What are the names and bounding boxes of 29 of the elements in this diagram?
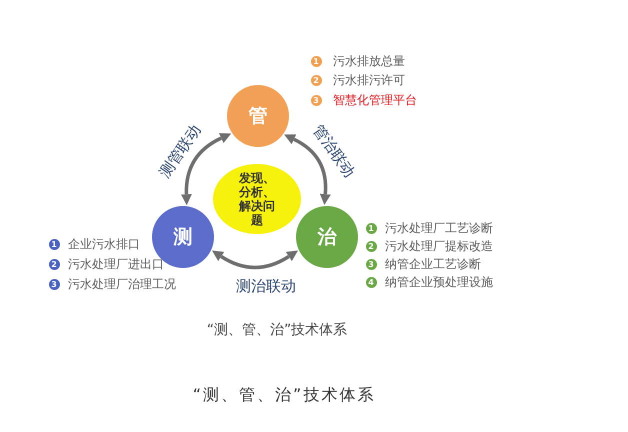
category-circle: 治 <box>296 206 358 268</box>
list-item: 污水处理厂进出口 <box>68 256 164 272</box>
number-badge: 1 <box>310 56 322 66</box>
caption: “测、管、治”技术体系 <box>192 385 376 405</box>
list-item: 污水处理厂治理工况 <box>68 276 176 292</box>
list-item: 污水排放总量 <box>333 53 405 69</box>
double-arrow <box>284 134 331 206</box>
list-item: 污水处理厂提标改造 <box>385 238 493 254</box>
center-ellipse: 发现、分析、解决问题 <box>213 164 301 234</box>
number-badge: 3 <box>48 278 60 290</box>
double-arrow <box>212 250 298 270</box>
number-badge: 1 <box>366 222 376 234</box>
list-item: 污水排污许可 <box>333 72 405 88</box>
list-item: 企业污水排口 <box>68 236 140 252</box>
list-item: 纳管企业预处理设施 <box>385 274 493 290</box>
double-arrow <box>180 133 231 206</box>
number-badge: 2 <box>310 74 322 86</box>
caption: “测、管、治”技术体系 <box>206 321 348 339</box>
number-badge: 4 <box>366 276 376 288</box>
edge-label: 测治联动 <box>235 277 297 295</box>
category-circle: 管 <box>227 85 289 147</box>
number-badge: 1 <box>48 238 60 250</box>
number-badge: 3 <box>366 258 376 270</box>
list-item: 纳管企业工艺诊断 <box>385 256 481 272</box>
list-item: 污水处理厂工艺诊断 <box>385 220 493 236</box>
number-badge: 2 <box>48 258 60 270</box>
number-badge: 2 <box>366 240 376 252</box>
number-badge: 3 <box>310 94 322 106</box>
list-item: 智慧化管理平台 <box>333 92 417 108</box>
